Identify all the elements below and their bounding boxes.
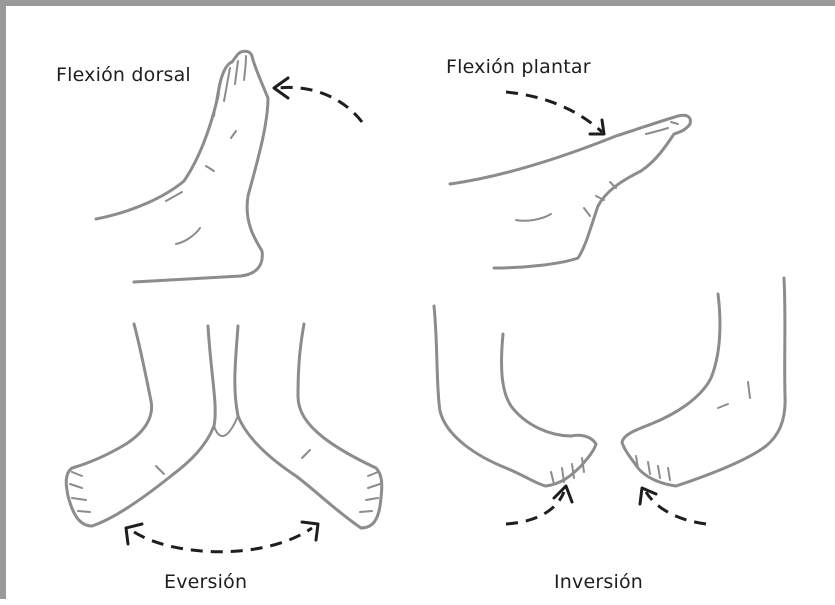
arrow-plantar-flexion (506, 92, 604, 134)
feet-inversion (434, 278, 785, 486)
ankle-movements-illustration (6, 6, 835, 605)
arrow-eversion (126, 522, 318, 552)
foot-plantar-flexion (450, 115, 690, 268)
arrow-inversion-left (506, 486, 572, 524)
foot-dorsal-flexion (96, 51, 268, 282)
arrow-inversion-right (640, 488, 706, 524)
arrow-dorsal-flexion (274, 78, 362, 122)
feet-eversion (66, 324, 382, 528)
